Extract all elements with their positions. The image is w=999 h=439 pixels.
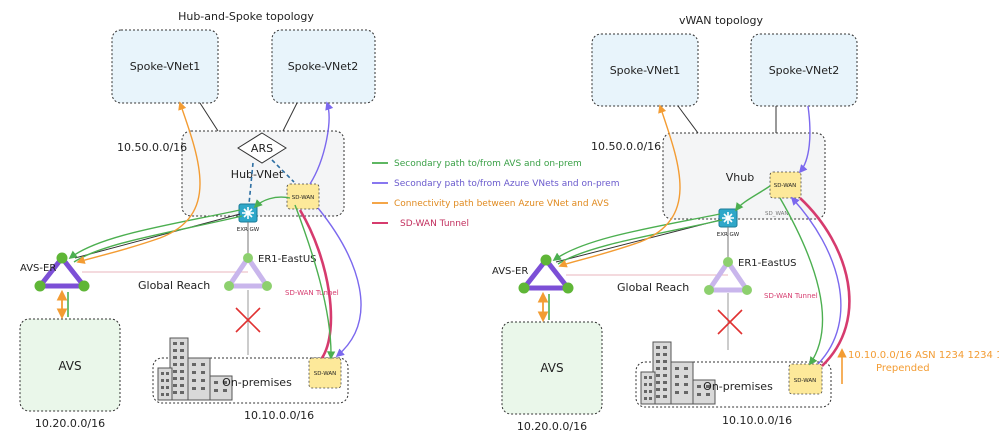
left-er1-node-right — [262, 281, 272, 291]
left-avs-box — [19, 318, 121, 412]
left-hub-sdwan-label: SD-WAN — [292, 195, 315, 201]
right-er1-node-top — [723, 257, 733, 267]
left-spoke-vnet1-label: Spoke-VNet1 — [130, 60, 201, 73]
right-purple-path-onprem — [790, 196, 842, 365]
legend-label-tunnel: SD-WAN Tunnel — [400, 219, 469, 229]
legend-label-green: Secondary path to/from AVS and on-prem — [394, 159, 582, 169]
left-green-path-hub — [253, 196, 291, 209]
right-hub-sdwan-sub: SD_WAN — [765, 211, 789, 217]
right-er1-circuit-triangle — [706, 259, 750, 293]
right-spoke-vnet1-box — [591, 33, 699, 107]
right-avs-er-triangle — [521, 257, 571, 291]
left-er1-circuit-triangle — [226, 255, 270, 289]
right-failed-link-cross — [717, 309, 743, 335]
left-ars-label: ARS — [251, 142, 273, 155]
right-orange-path-spoke1-avs — [558, 104, 681, 268]
left-spoke-vnet2-box — [271, 29, 376, 104]
right-avs-cidr: 10.20.0.0/16 — [517, 420, 587, 433]
left-spoke2-peering-line — [282, 102, 298, 132]
left-title: Hub-and-Spoke topology — [178, 10, 314, 23]
right-hub-cidr: 10.50.0.0/16 — [591, 140, 661, 153]
right-avs-er-node-left — [518, 282, 530, 294]
right-prepend-line2: Prepended — [876, 363, 930, 374]
right-global-reach-label: Global Reach — [617, 281, 689, 294]
right-avs-box — [501, 321, 603, 415]
left-hub-vnet-label: Hub-VNet — [231, 168, 284, 181]
right-spoke-vnet2-box — [750, 33, 858, 107]
left-global-reach-label: Global Reach — [138, 279, 210, 292]
right-vhub-label: Vhub — [726, 171, 754, 184]
left-er1-node-left — [224, 281, 234, 291]
left-hub-cidr: 10.50.0.0/16 — [117, 141, 187, 154]
left-purple-path-onprem — [317, 207, 362, 358]
right-title: vWAN topology — [679, 14, 764, 27]
left-sdwan-tunnel-label: SD-WAN Tunnel — [285, 289, 339, 297]
right-er1-node-right — [742, 285, 752, 295]
left-avs-er-node-right — [78, 280, 90, 292]
left-hub-sdwan-box — [286, 183, 320, 210]
right-purple-path-spoke2 — [798, 105, 811, 174]
right-hub-sdwan-box — [769, 171, 802, 199]
left-purple-path-spoke2 — [309, 101, 334, 185]
left-sdwan-tunnel — [298, 209, 333, 359]
right-onprem-sdwan-box — [788, 363, 823, 395]
right-green-path-hub — [734, 185, 771, 212]
left-avs-cidr: 10.20.0.0/16 — [35, 417, 105, 430]
left-avs-er-triangle — [37, 255, 87, 289]
left-onprem-cidr: 10.10.0.0/16 — [244, 409, 314, 422]
right-green-path-avs-1 — [552, 213, 721, 261]
right-sdwan-tunnel-label: SD-WAN Tunnel — [764, 292, 818, 300]
left-green-path-onprem — [294, 204, 336, 360]
right-spoke-vnet2-label: Spoke-VNet2 — [769, 64, 840, 77]
left-orange-path-spoke1-avs — [76, 101, 201, 264]
left-green-path-avs-1 — [68, 209, 241, 260]
right-avs-er-label: AVS-ER — [492, 266, 528, 277]
left-avs-er-node-top — [56, 252, 68, 264]
right-sdwan-tunnel — [799, 197, 851, 367]
right-spoke1-peering-line — [677, 105, 699, 134]
right-er1-label: ER1-EastUS — [738, 258, 796, 269]
right-avs-label: AVS — [540, 361, 563, 375]
left-spoke-vnet2-label: Spoke-VNet2 — [288, 60, 359, 73]
left-avs-label: AVS — [58, 359, 81, 373]
left-avs-er-label: AVS-ER — [20, 263, 56, 274]
legend-label-purple: Secondary path to/from Azure VNets and o… — [394, 179, 619, 189]
legend-label-orange: Connectivity path between Azure VNet and… — [394, 199, 609, 209]
right-spoke-vnet1-label: Spoke-VNet1 — [610, 64, 681, 77]
right-hub-sdwan-label: SD-WAN — [774, 183, 797, 189]
left-failed-link-cross — [235, 307, 261, 333]
right-exr-gateway-icon — [718, 208, 738, 228]
left-er1-label: ER1-EastUS — [258, 254, 316, 265]
left-er1-node-top — [243, 253, 253, 263]
left-exr-gateway-icon — [238, 203, 258, 223]
right-onprem-label: On-premises — [703, 380, 773, 393]
left-onprem-label: On-premises — [222, 376, 292, 389]
left-spoke-vnet1-box — [111, 29, 219, 104]
right-green-path-onprem — [779, 197, 824, 366]
left-spoke1-peering-line — [199, 102, 219, 132]
right-prepend-line1: 10.10.0.0/16 ASN 1234 1234 1234 — [848, 350, 999, 361]
right-er1-node-left — [704, 285, 714, 295]
left-avs-er-node-left — [34, 280, 46, 292]
right-avs-er-node-top — [540, 254, 552, 266]
right-avs-er-node-right — [562, 282, 574, 294]
right-onprem-sdwan-label: SD-WAN — [794, 378, 817, 384]
left-onprem-sdwan-label: SD-WAN — [314, 371, 337, 377]
left-avs-er-to-gw-line — [74, 213, 241, 259]
left-onprem-sdwan-box — [308, 357, 342, 389]
left-ars-dash-2 — [271, 159, 295, 183]
left-ars-diamond — [237, 132, 287, 164]
right-onprem-cidr: 10.10.0.0/16 — [722, 414, 792, 427]
